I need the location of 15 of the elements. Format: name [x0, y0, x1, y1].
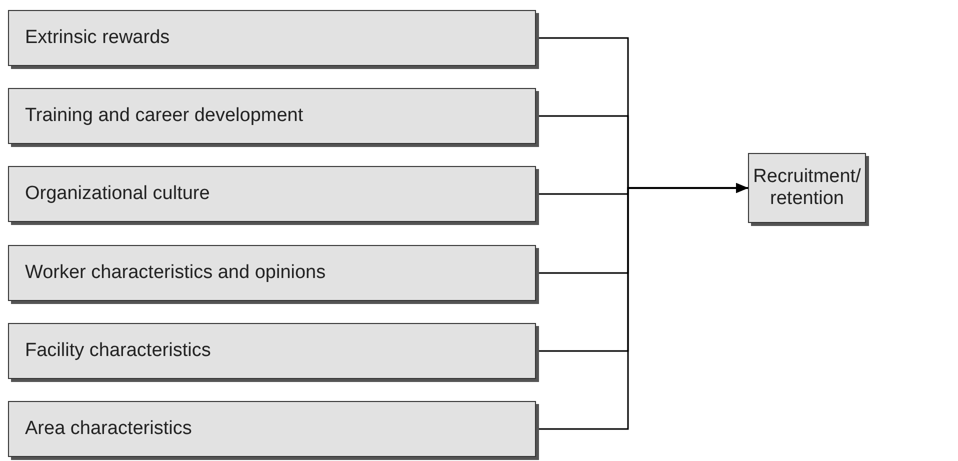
process-box [8, 323, 536, 379]
box-label: Recruitment/ retention [753, 166, 861, 210]
box-label: Extrinsic rewards [25, 27, 170, 49]
process-box [8, 401, 536, 457]
process-box [748, 153, 866, 223]
box-label: Area characteristics [25, 418, 192, 440]
connector-arrow [536, 183, 748, 430]
process-box [8, 166, 536, 222]
box-label: Facility characteristics [25, 340, 211, 362]
box-label: Training and career development [25, 105, 304, 127]
process-box [8, 245, 536, 301]
box-label: Worker characteristics and opinions [25, 262, 326, 284]
process-box [8, 88, 536, 144]
box-label: Organizational culture [25, 183, 210, 205]
process-box [8, 10, 536, 66]
